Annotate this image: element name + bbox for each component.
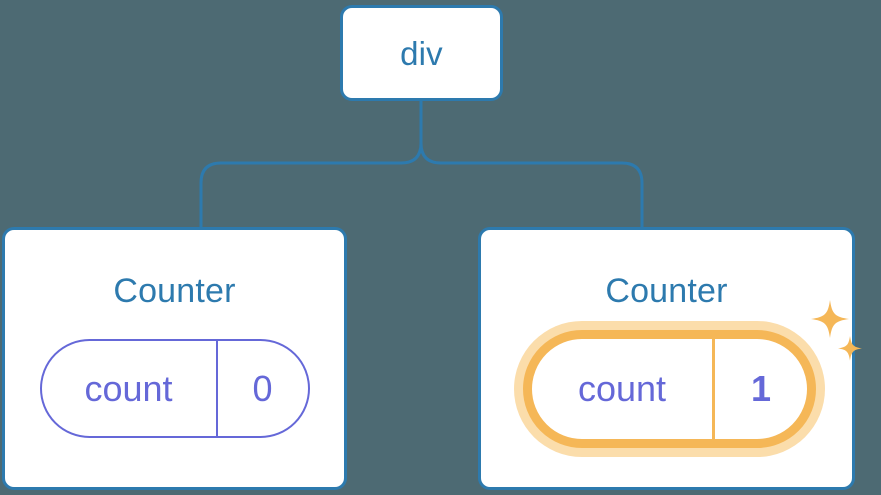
node-counter-right[interactable]: Counter count 1 — [478, 227, 862, 490]
edge-div-to-counter-left — [199, 99, 423, 229]
state-pill-right[interactable]: count 1 — [523, 300, 862, 448]
state-value-right: 1 — [712, 339, 807, 439]
node-counter-right-label: Counter — [605, 272, 728, 310]
state-key-right: count — [577, 368, 667, 409]
state-pill-right-body: count 1 — [523, 330, 816, 448]
state-value-left: 0 — [215, 341, 308, 436]
edge-div-to-counter-right — [419, 99, 644, 229]
node-div-label: div — [400, 34, 443, 72]
sparkle-large-icon — [811, 300, 849, 338]
state-pill-left-body: count 0 — [39, 339, 310, 438]
node-div[interactable]: div — [340, 5, 503, 101]
state-key-left: count — [84, 367, 173, 409]
node-counter-left-label: Counter — [113, 272, 236, 310]
node-counter-left[interactable]: Counter count 0 — [2, 227, 347, 490]
state-pill-left[interactable]: count 0 — [39, 339, 310, 438]
